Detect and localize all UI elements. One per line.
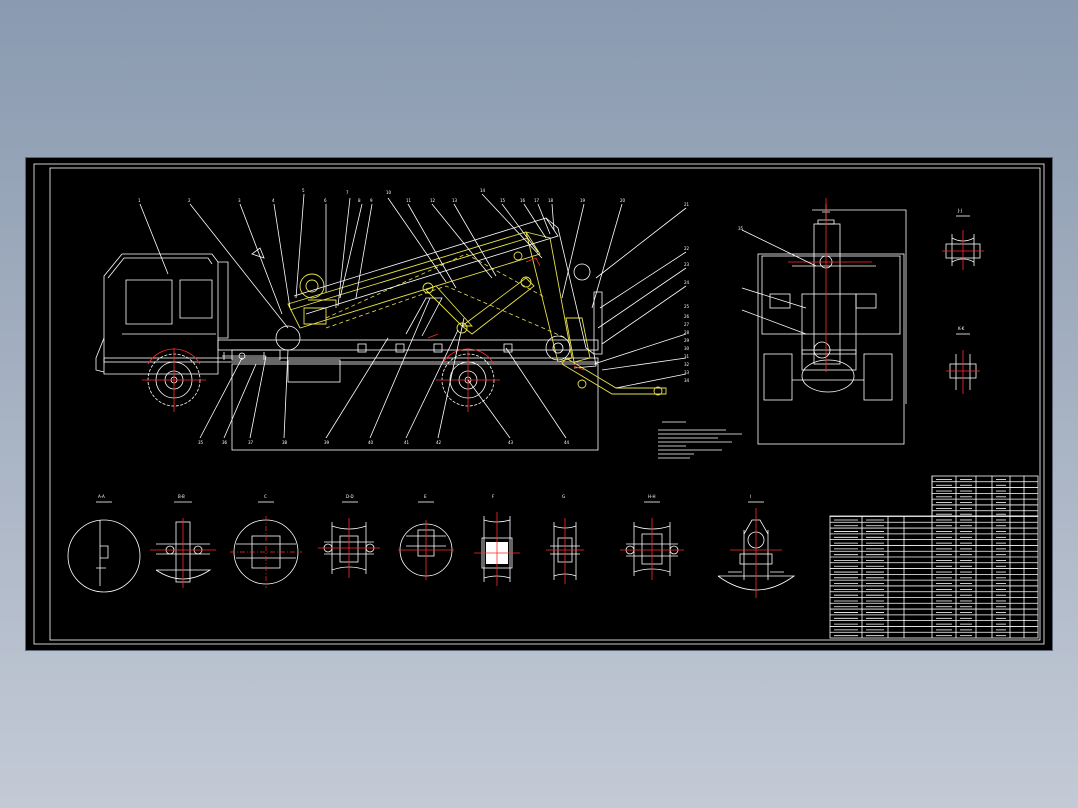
section-label: I	[750, 494, 751, 499]
balloon-label: 29	[684, 338, 690, 343]
balloon-label: 35	[738, 226, 744, 231]
balloon-label: 7	[346, 190, 349, 195]
section-view-g: G	[546, 494, 584, 584]
balloon-label: 6	[324, 198, 327, 203]
balloon-label: 18	[548, 198, 554, 203]
section-view-a: A-A	[67, 494, 141, 593]
balloon-label: 31	[684, 354, 690, 359]
section-view-f: F	[474, 494, 520, 586]
balloon-label: 43	[508, 440, 514, 445]
section-view-b: B-B	[150, 494, 216, 588]
balloon-label: 37	[248, 440, 254, 445]
balloon-label: 14	[480, 188, 486, 193]
drawing-outer-frame	[33, 163, 1045, 645]
balloon-label: 21	[684, 202, 690, 207]
balloon-label: 36	[222, 440, 228, 445]
drawing-inner-frame	[49, 167, 1041, 641]
balloon-label: 32	[684, 362, 690, 367]
section-label: B-B	[178, 494, 185, 499]
balloon-label: 2	[188, 198, 191, 203]
section-label: F	[492, 494, 495, 499]
truck-balloon-labels: 1 2 3 4 5 6 7 8 9 10 11 12 13 14 15 16 1…	[138, 188, 690, 445]
balloon-label: 3	[238, 198, 241, 203]
balloon-label: 23	[684, 262, 690, 267]
section-view-k: K-K	[946, 326, 980, 394]
balloon-label: 19	[580, 198, 586, 203]
balloon-label: 41	[404, 440, 410, 445]
balloon-label: 39	[324, 440, 330, 445]
balloon-label: 38	[282, 440, 288, 445]
balloon-label: 33	[684, 370, 690, 375]
balloon-label: 1	[138, 198, 141, 203]
balloon-label: 40	[368, 440, 374, 445]
balloon-label: 27	[684, 322, 690, 327]
section-label: D-D	[346, 494, 354, 499]
balloon-label: 8	[358, 198, 361, 203]
balloon-label: 5	[302, 188, 305, 193]
title-block	[829, 475, 1039, 639]
balloon-label: 26	[684, 314, 690, 319]
balloon-label: 13	[452, 198, 458, 203]
balloon-label: 15	[500, 198, 506, 203]
balloon-label: 28	[684, 330, 690, 335]
rear-wheel	[436, 348, 500, 412]
section-label: E	[424, 494, 427, 499]
section-view-c: C	[230, 494, 302, 588]
section-view-d: D-D	[318, 494, 380, 578]
section-label: K-K	[958, 326, 965, 331]
balloon-label: 20	[620, 198, 626, 203]
section-label: A-A	[98, 494, 105, 499]
section-label: G	[562, 494, 565, 499]
cad-drawing-viewport[interactable]: 1 2 3 4 5 6 7 8 9 10 11 12 13 14 15 16 1…	[26, 158, 1052, 650]
cad-drawing-canvas: 1 2 3 4 5 6 7 8 9 10 11 12 13 14 15 16 1…	[33, 163, 1045, 645]
balloon-label: 10	[386, 190, 392, 195]
section-label: H-H	[648, 494, 655, 499]
truck-front-view: 35	[738, 198, 907, 445]
balloon-label: 25	[684, 304, 690, 309]
section-label: J-J	[957, 208, 962, 213]
balloon-label: 4	[272, 198, 275, 203]
front-wheel	[142, 348, 206, 412]
section-view-j: J-J	[942, 208, 984, 270]
section-view-i: I	[717, 494, 796, 598]
balloon-label: 30	[684, 346, 690, 351]
balloon-label: 12	[430, 198, 436, 203]
technical-notes	[658, 421, 742, 459]
balloon-label: 24	[684, 280, 690, 285]
balloon-label: 11	[406, 198, 412, 203]
section-view-h: H-H	[620, 494, 684, 580]
balloon-label: 9	[370, 198, 373, 203]
balloon-label: 17	[534, 198, 540, 203]
balloon-label: 35	[198, 440, 204, 445]
balloon-label: 34	[684, 378, 690, 383]
balloon-label: 16	[520, 198, 526, 203]
section-label: C	[264, 494, 267, 499]
balloon-label: 42	[436, 440, 442, 445]
truck-side-view: 1 2 3 4 5 6 7 8 9 10 11 12 13 14 15 16 1…	[95, 188, 742, 459]
balloon-label: 44	[564, 440, 570, 445]
balloon-label: 22	[684, 246, 690, 251]
section-view-e: E	[398, 494, 454, 580]
